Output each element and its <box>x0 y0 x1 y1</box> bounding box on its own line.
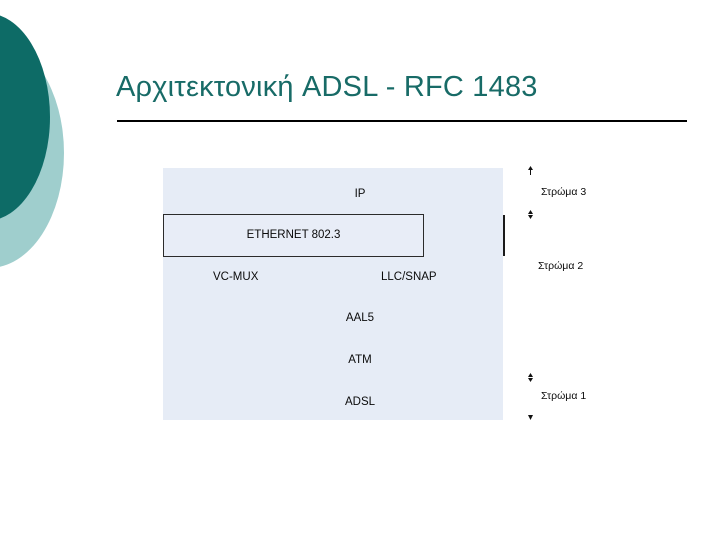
title-underline-rule <box>117 120 687 122</box>
slide-title: Αρχιτεκτονική ADSL - RFC 1483 <box>116 71 538 103</box>
encapsulation-row: VC-MUX LLC/SNAP <box>163 271 503 287</box>
encapsulation-label-vc-mux: VC-MUX <box>213 271 259 283</box>
layer-annotation-3: Στρώμα 3 <box>541 186 587 198</box>
layer-annotation-1: Στρώμα 1 <box>541 390 587 402</box>
decorative-ellipse-light <box>0 38 64 268</box>
double-arrow-vertical-icon <box>526 414 535 423</box>
double-arrow-vertical-icon <box>526 373 535 382</box>
double-arrow-vertical-icon <box>526 210 535 219</box>
encapsulation-label-llc-snap: LLC/SNAP <box>381 271 437 283</box>
stack-layer-ip: IP <box>354 188 366 200</box>
stack-layer-atm: ATM <box>348 354 372 366</box>
double-arrow-vertical-icon <box>526 166 535 175</box>
layer-annotation-2: Στρώμα 2 <box>538 260 584 272</box>
stack-layer-ethernet-label: ETHERNET 802.3 <box>246 229 341 241</box>
protocol-stack-panel <box>163 168 503 420</box>
stack-layer-ethernet-box: ETHERNET 802.3 <box>163 214 424 257</box>
stack-layer-aal5: AAL5 <box>345 312 375 324</box>
stack-layer-adsl: ADSL <box>344 396 376 408</box>
panel-edge-rule <box>503 215 505 256</box>
